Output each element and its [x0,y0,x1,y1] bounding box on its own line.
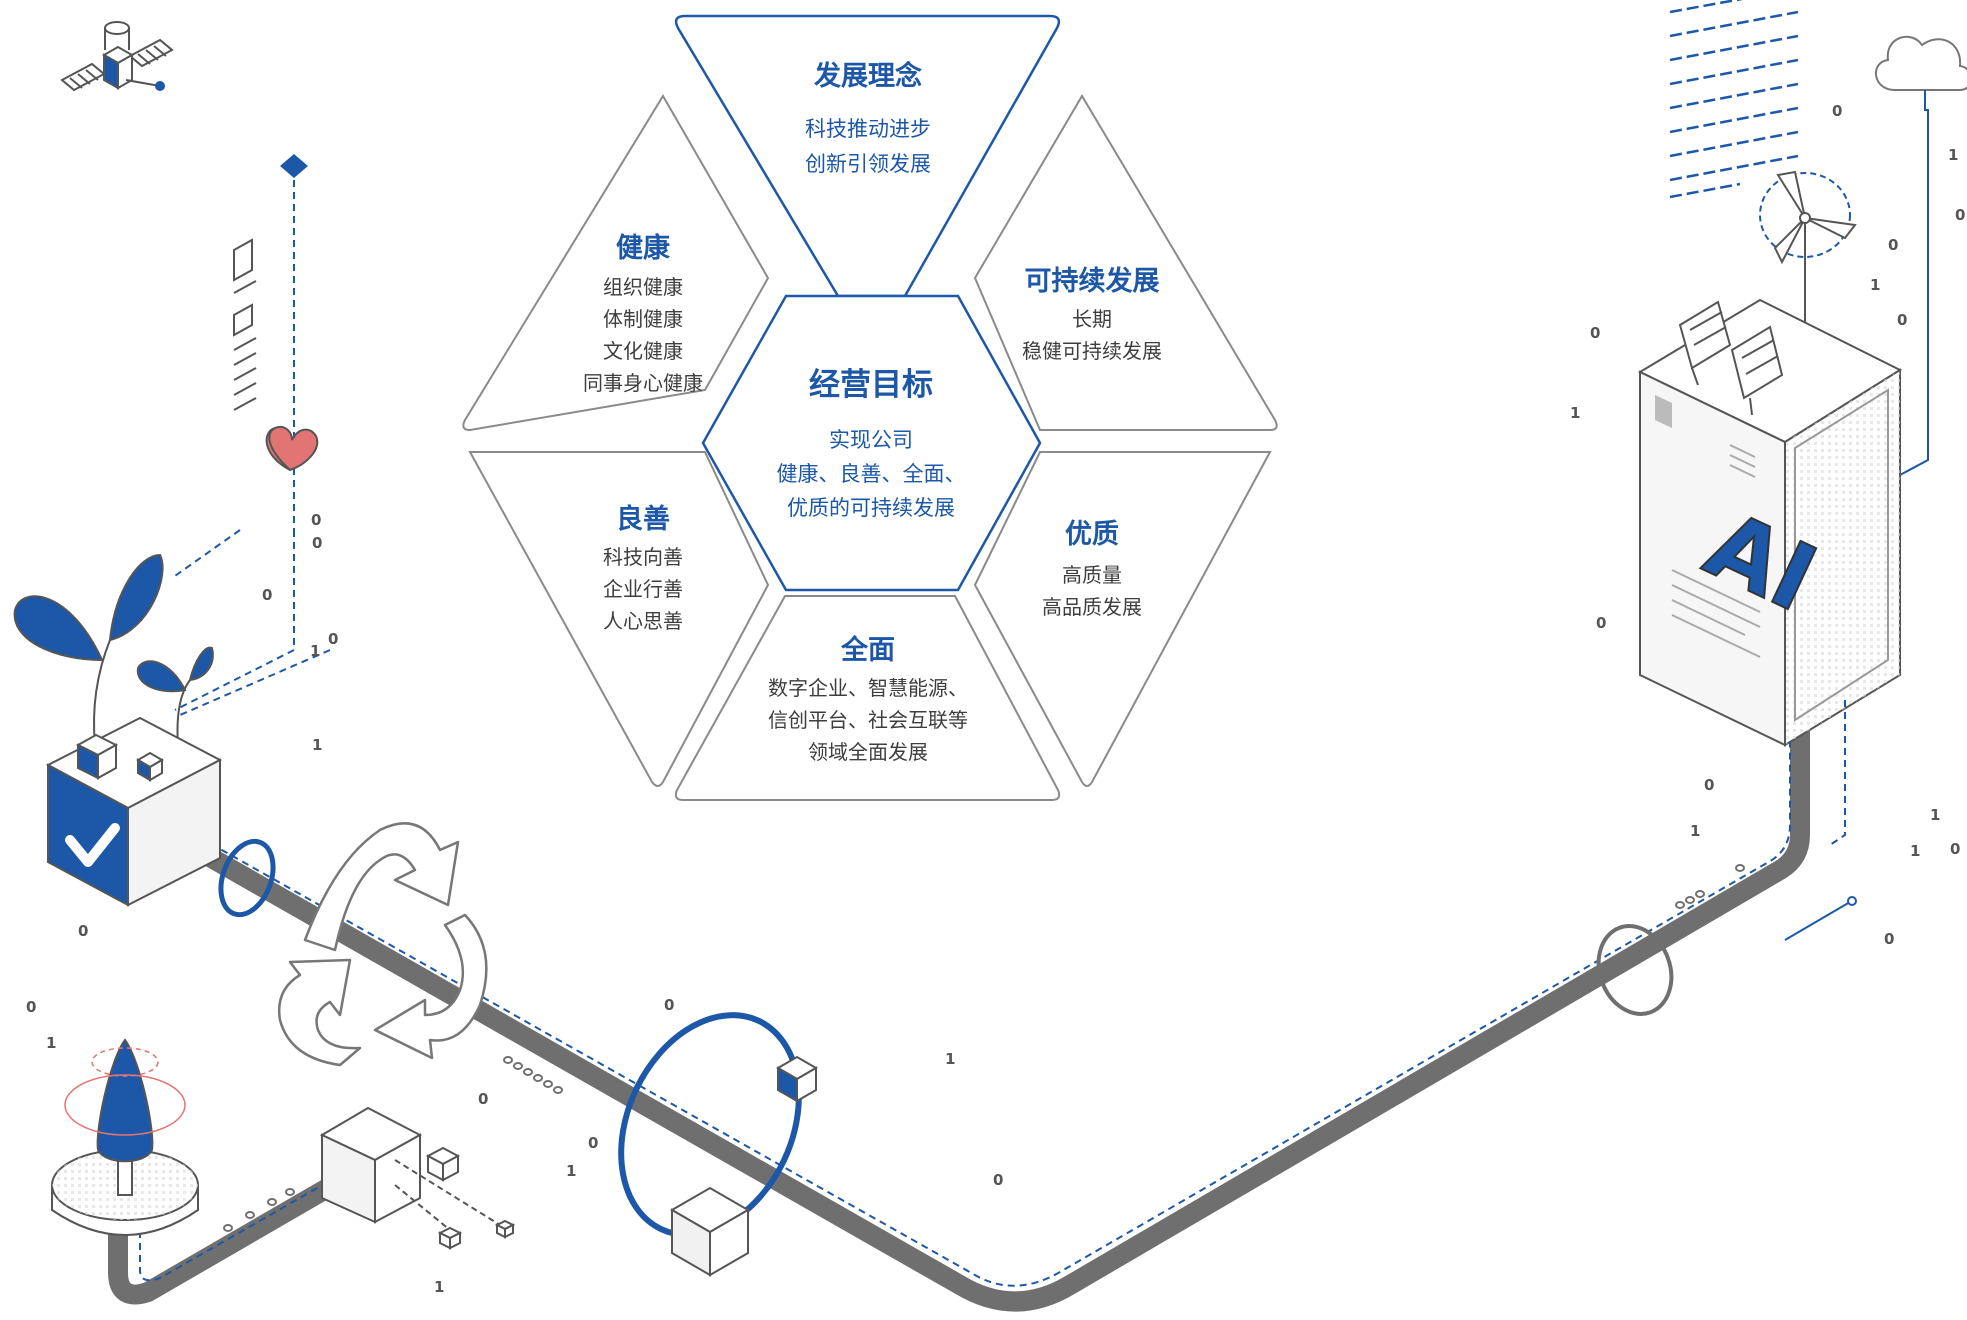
segment-bottom-title: 全面 [840,634,895,666]
segment-lower-left-title: 良善 [616,503,670,535]
data-cube-icon [319,1106,516,1250]
segment-upper-right-line-1: 长期 [1072,307,1112,331]
segment-upper-left-line-2: 体制健康 [603,307,683,331]
binary-digit: 1 [310,642,320,660]
spinning-tree-icon [51,1038,199,1236]
segment-lower-right-line-2: 高品质发展 [1042,595,1142,619]
binary-digit: 0 [1884,930,1894,948]
binary-digit: 0 [1955,206,1965,224]
binary-digit: 0 [664,996,674,1014]
ring-right-icon [1596,924,1674,1016]
binary-digit: 1 [945,1050,955,1068]
segment-bottom-line-1: 数字企业、智慧能源、 [768,676,968,700]
binary-digit: 1 [1690,822,1700,840]
binary-digit: 0 [262,586,272,604]
segment-top-title: 发展理念 [813,60,922,92]
segment-upper-left-line-3: 文化健康 [603,339,683,363]
binary-digit: 0 [993,1171,1003,1189]
binary-digit: 0 [1704,776,1714,794]
segment-lower-left-line-3: 人心思善 [603,609,683,633]
binary-digit: 0 [26,998,36,1016]
segment-top-line-2: 创新引领发展 [805,152,931,176]
binary-digit: 1 [312,736,322,754]
segment-upper-left-line-4: 同事身心健康 [583,371,703,395]
binary-digit: 0 [311,511,321,529]
sprout-icon [13,553,214,746]
center-line-2: 健康、良善、全面、 [777,462,966,486]
binary-digit: 0 [1590,324,1600,342]
binary-digit: 1 [1948,146,1958,164]
heart-icon [265,426,319,472]
ai-server-icon [1637,298,1903,747]
binary-digit: 1 [566,1162,576,1180]
satellite-icon [60,21,174,92]
segment-lower-right-title: 优质 [1065,519,1119,550]
cloud-icon [1874,35,1967,476]
binary-digit: 1 [1910,842,1920,860]
segment-bottom-line-2: 信创平台、社会互联等 [768,708,968,732]
solar-panel-icon [1678,300,1784,416]
binary-digit: 1 [1870,276,1880,294]
wind-turbine-icon [1759,170,1857,345]
binary-digit: 0 [328,630,338,648]
goal-hexagon-diagram [462,14,1278,801]
segment-upper-left-title: 健康 [616,232,671,264]
binary-digit: 1 [1930,806,1940,824]
segment-upper-right-line-2: 稳健可持续发展 [1022,339,1162,363]
checklist-icon [233,238,257,411]
binary-digit: 0 [1888,236,1898,254]
segment-upper-right-title: 可持续发展 [1025,265,1160,297]
segment-bottom-line-3: 领域全面发展 [808,740,928,764]
ring-icon [218,838,276,918]
binary-digit: 0 [588,1134,598,1152]
segment-lower-left-line-1: 科技向善 [603,545,683,569]
orbit-ring-icon [618,1012,818,1277]
data-lines-icon [1669,0,1799,199]
check-cube-icon [45,716,223,907]
segment-upper-left-line-1: 组织健康 [603,275,683,299]
center-title: 经营目标 [809,367,933,403]
segment-lower-left-line-2: 企业行善 [603,577,683,601]
binary-digit: 0 [1596,614,1606,632]
binary-digit: 1 [46,1034,56,1052]
binary-digits: 0 1 0 0 1 0 1 0 1 0 0 1 0 1 1 0 0 1 0 0 … [26,102,1965,1296]
binary-digit: 1 [1570,404,1580,422]
center-line-1: 实现公司 [829,428,913,452]
segment-lower-right-line-1: 高质量 [1062,563,1122,587]
binary-digit: 1 [434,1278,444,1296]
cube-large-icon [670,1186,750,1277]
diamond-icon [174,154,308,711]
center-line-3: 优质的可持续发展 [787,496,955,520]
binary-digit: 0 [1950,840,1960,858]
binary-digit: 0 [1832,102,1842,120]
cube-small-icon [776,1055,818,1103]
recycle-icon [277,822,488,1067]
binary-digit: 0 [78,922,88,940]
binary-digit: 0 [312,534,322,552]
binary-digit: 0 [478,1090,488,1108]
pipeline-icon [108,710,1810,1312]
segment-top-line-1: 科技推动进步 [805,117,931,141]
binary-digit: 0 [1897,311,1907,329]
